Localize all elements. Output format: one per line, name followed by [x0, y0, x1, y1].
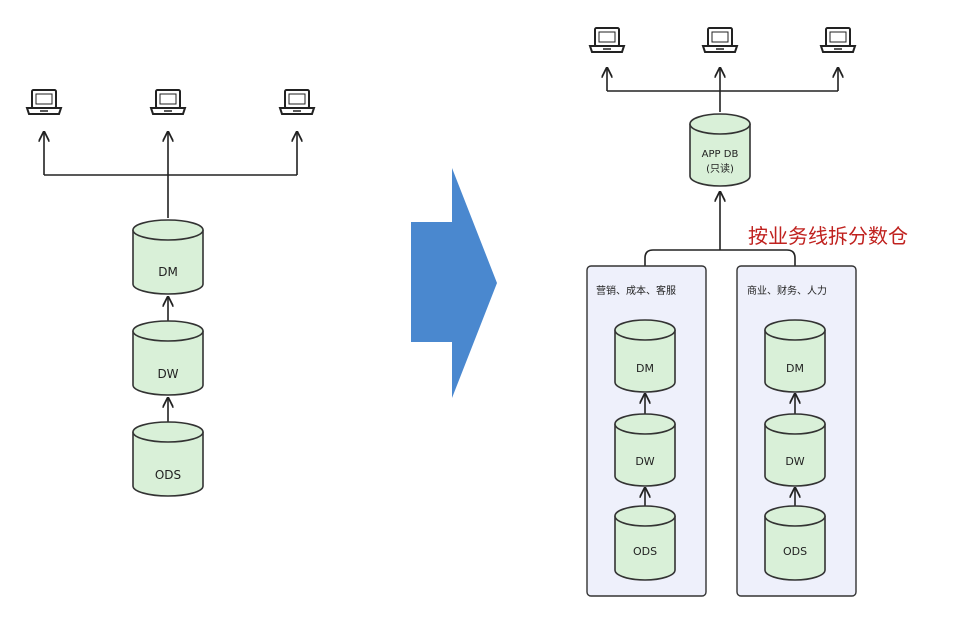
group-title: 商业、财务、人力 — [747, 284, 827, 297]
laptop-icon — [26, 89, 62, 115]
right-arrow-icon — [411, 168, 497, 398]
db-label: DW — [635, 455, 654, 468]
split-callout: 按业务线拆分数仓 — [748, 224, 908, 248]
database-dw: DW — [614, 413, 676, 487]
business-group-panel: 营销、成本、客服 DM DW ODS — [586, 265, 707, 597]
db-label: DM — [786, 362, 804, 375]
database-app-db: APP DB (只读) — [689, 113, 751, 187]
connector-line — [644, 249, 796, 318]
database-dm: DM — [132, 219, 204, 295]
group-title: 营销、成本、客服 — [596, 284, 676, 297]
database-ods: ODS — [132, 421, 204, 497]
database-ods: ODS — [614, 505, 676, 581]
db-label: ODS — [783, 545, 807, 558]
database-ods: ODS — [764, 505, 826, 581]
left-diagram: DM DW ODS — [26, 89, 315, 497]
db-label: APP DB — [702, 149, 739, 160]
db-label: ODS — [155, 468, 181, 482]
db-label: DM — [636, 362, 654, 375]
laptop-icon — [279, 89, 315, 115]
laptop-icon — [589, 27, 625, 53]
database-dm: DM — [764, 319, 826, 393]
business-group-panel: 商业、财务、人力 DM DW ODS — [736, 265, 857, 597]
database-dm: DM — [614, 319, 676, 393]
database-dw: DW — [132, 320, 204, 396]
laptop-icon — [820, 27, 856, 53]
laptop-icon — [702, 27, 738, 53]
db-label: DW — [157, 367, 178, 381]
db-label: ODS — [633, 545, 657, 558]
db-label: DW — [785, 455, 804, 468]
right-diagram: APP DB (只读) 按业务线拆分数仓 营销、成本、客服 DM DW — [586, 27, 908, 597]
laptop-icon — [150, 89, 186, 115]
database-dw: DW — [764, 413, 826, 487]
db-label-sub: (只读) — [706, 162, 734, 175]
db-label: DM — [158, 265, 178, 279]
